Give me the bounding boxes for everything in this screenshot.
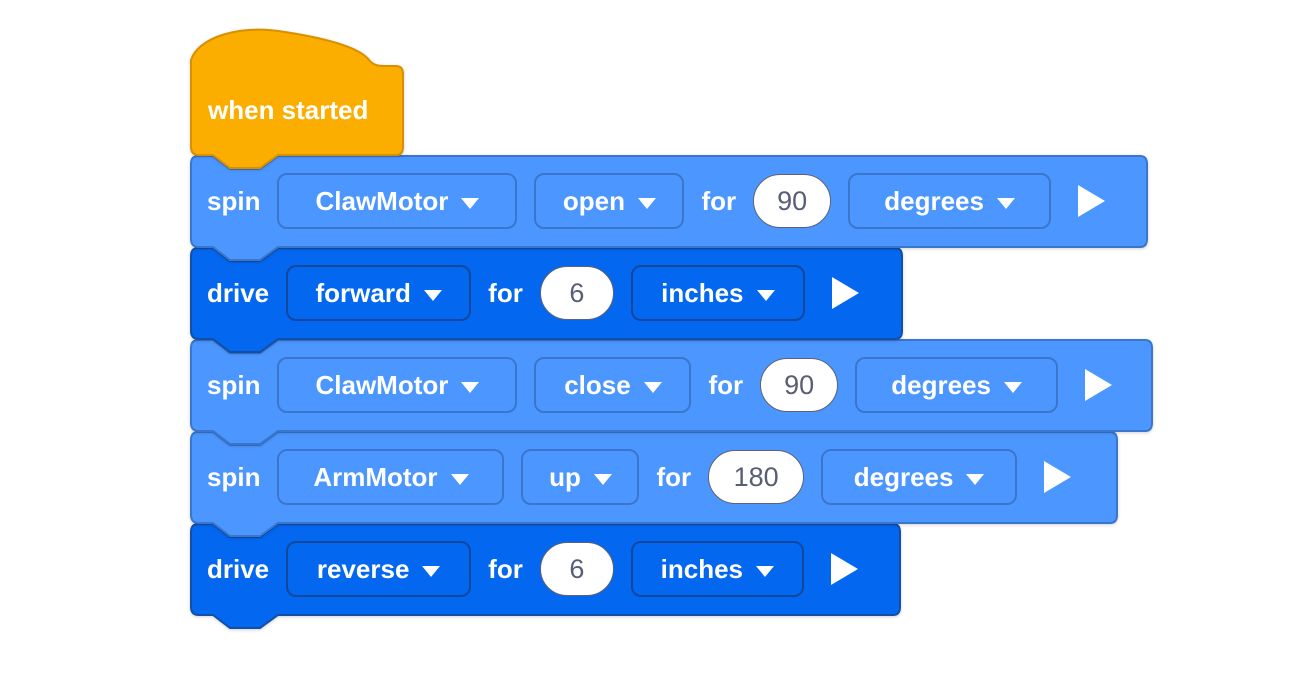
command-label: spin bbox=[207, 369, 261, 400]
dropdown-value: inches bbox=[661, 277, 744, 308]
dropdown-value: close bbox=[564, 369, 631, 400]
for-label: for bbox=[656, 461, 692, 492]
chevron-down-icon bbox=[643, 381, 662, 393]
block-when-started[interactable]: when started bbox=[190, 28, 404, 170]
direction-dropdown[interactable]: reverse bbox=[286, 541, 472, 597]
for-label: for bbox=[488, 553, 523, 584]
value-text: 6 bbox=[569, 553, 585, 584]
motor-dropdown[interactable]: ClawMotor bbox=[277, 357, 518, 413]
unit-dropdown[interactable]: degrees bbox=[855, 357, 1059, 413]
dropdown-value: ArmMotor bbox=[313, 461, 438, 492]
chevron-down-icon bbox=[450, 473, 469, 485]
chevron-down-icon bbox=[638, 197, 656, 209]
direction-dropdown[interactable]: up bbox=[521, 449, 640, 505]
chevron-down-icon bbox=[593, 473, 612, 485]
chevron-down-icon bbox=[461, 197, 480, 209]
unit-dropdown[interactable]: inches bbox=[630, 265, 805, 321]
value-input[interactable]: 90 bbox=[753, 174, 832, 228]
block-drive-forward[interactable]: drive forward for 6 inches bbox=[190, 247, 903, 354]
stack-block-shape bbox=[190, 431, 1118, 537]
stack-block-shape bbox=[190, 339, 1153, 445]
command-label: drive bbox=[207, 277, 270, 308]
dropdown-value: degrees bbox=[891, 369, 991, 400]
chevron-down-icon bbox=[756, 289, 775, 301]
dropdown-value: ClawMotor bbox=[315, 369, 449, 400]
play-icon[interactable] bbox=[831, 277, 859, 309]
motor-dropdown[interactable]: ArmMotor bbox=[277, 449, 505, 505]
command-label: spin bbox=[207, 461, 261, 492]
value-input[interactable]: 180 bbox=[708, 450, 805, 504]
dropdown-value: up bbox=[549, 461, 581, 492]
command-label: spin bbox=[207, 185, 261, 216]
chevron-down-icon bbox=[966, 473, 985, 485]
chevron-down-icon bbox=[996, 197, 1015, 209]
value-text: 90 bbox=[784, 369, 815, 400]
when-started-label: when started bbox=[208, 95, 369, 125]
for-label: for bbox=[488, 277, 523, 308]
value-text: 6 bbox=[569, 277, 585, 308]
dropdown-value: degrees bbox=[853, 461, 954, 492]
dropdown-value: ClawMotor bbox=[315, 185, 449, 216]
direction-dropdown[interactable]: forward bbox=[286, 265, 472, 321]
dropdown-value: open bbox=[562, 185, 625, 216]
chevron-down-icon bbox=[423, 289, 442, 301]
direction-dropdown[interactable]: close bbox=[534, 357, 692, 413]
command-label: drive bbox=[207, 553, 270, 584]
chevron-down-icon bbox=[756, 565, 775, 577]
play-icon[interactable] bbox=[1078, 185, 1106, 217]
chevron-down-icon bbox=[422, 565, 441, 577]
unit-dropdown[interactable]: inches bbox=[630, 541, 804, 597]
block-spin-claw-close[interactable]: spin ClawMotor close for 90 degrees bbox=[190, 339, 1153, 446]
play-icon[interactable] bbox=[830, 553, 858, 585]
unit-dropdown[interactable]: degrees bbox=[848, 173, 1052, 229]
dropdown-value: forward bbox=[315, 277, 411, 308]
stack-block-shape bbox=[190, 155, 1148, 261]
value-input[interactable]: 6 bbox=[539, 266, 614, 320]
play-icon[interactable] bbox=[1044, 461, 1072, 493]
value-input[interactable]: 6 bbox=[539, 542, 614, 596]
block-spin-claw-open[interactable]: spin ClawMotor open for 90 degrees bbox=[190, 155, 1148, 262]
play-icon[interactable] bbox=[1085, 369, 1113, 401]
block-drive-reverse[interactable]: drive reverse for 6 inches bbox=[190, 523, 901, 630]
value-text: 90 bbox=[777, 185, 808, 216]
direction-dropdown[interactable]: open bbox=[534, 173, 685, 229]
chevron-down-icon bbox=[461, 381, 480, 393]
dropdown-value: inches bbox=[660, 553, 744, 584]
hat-block-shape bbox=[190, 28, 404, 169]
for-label: for bbox=[701, 185, 737, 216]
block-spin-arm-up[interactable]: spin ArmMotor up for 180 degrees bbox=[190, 431, 1118, 538]
dropdown-value: degrees bbox=[884, 185, 984, 216]
unit-dropdown[interactable]: degrees bbox=[821, 449, 1018, 505]
dropdown-value: reverse bbox=[316, 553, 410, 584]
value-input[interactable]: 90 bbox=[760, 358, 839, 412]
motor-dropdown[interactable]: ClawMotor bbox=[277, 173, 518, 229]
value-text: 180 bbox=[733, 461, 779, 492]
for-label: for bbox=[708, 369, 744, 400]
chevron-down-icon bbox=[1003, 381, 1022, 393]
